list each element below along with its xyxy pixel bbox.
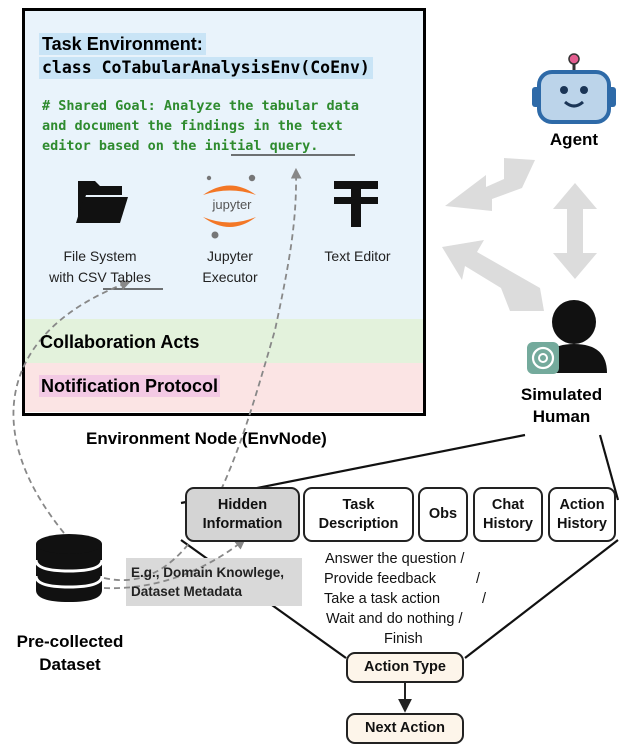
action-option-wait: Wait and do nothing / [326,611,463,627]
jupyter-logo-text: jupyter [212,197,252,212]
initial-query-text: initial query [204,138,311,154]
goal-line-2: and document the findings in the text [42,118,343,134]
jupyter-sublabel: Executor [202,269,258,285]
hidden-line-1: Hidden [217,496,268,513]
shared-goal-comment: # Shared Goal: Analyze the tabular data … [42,96,359,156]
obs-box: Obs [418,487,468,542]
dataset-label-line1: Pre-collected [16,632,124,651]
text-editor-label: Text Editor [324,248,391,264]
goal-line-3: editor based on the initial query. [42,136,359,156]
next-action-box: Next Action [346,713,464,744]
action-option-task: Take a task action [324,591,441,607]
env-class-declaration: class CoTabularAnalysisEnv(CoEnv) [39,57,373,79]
metadata-note: E.g., Domain Knowlege, Dataset Metadata [131,563,284,601]
action-option-answer: Answer the question / [325,551,465,567]
dataset-to-hidden-arrow [103,538,246,590]
dataset-to-csv-arrow [12,279,132,534]
file-system-with: with [49,269,78,285]
hidden-line-2: Information [202,515,283,532]
file-system-label: File System [63,248,137,264]
dataset-to-query-arrow [103,167,302,581]
tool-jupyter: Jupyter Executor [180,246,280,288]
action-type-box: Action Type [346,652,464,683]
pre-collected-dataset-label: Pre-collected Dataset [0,630,140,676]
jupyter-label: Jupyter [207,248,253,264]
agent-human-arrow [553,183,597,279]
simulated-human-line1: Simulated [520,385,603,404]
collaboration-acts-label: Collaboration Acts [40,332,200,352]
metadata-note-box [126,558,302,606]
simulated-human-icon [527,300,607,374]
funnel-line-right [598,434,619,501]
obs-label: Obs [428,506,458,522]
action-option-feedback-slash: / [476,571,481,587]
goal-line-3c: . [310,138,319,154]
task-environment-title: Task Environment: [39,33,206,55]
agent-env-arrow [445,158,535,211]
goal-line-1: # Shared Goal: Analyze the tabular data [42,98,359,114]
task-line-1: Task [342,496,375,513]
action-option-finish: Finish [384,631,423,647]
action-option-feedback: Provide feedback [324,571,437,587]
action-option-task-slash: / [482,591,487,607]
environment-node-caption: Environment Node (EnvNode) [86,429,327,448]
chat-line-1: Chat [491,496,525,513]
folder-icon [76,181,128,223]
text-editor-icon [334,181,378,227]
csv-tables-text: CSV Tables [77,269,151,285]
action-line-2: History [557,515,607,532]
chat-line-2: History [483,515,533,532]
metadata-note-line1: E.g., Domain Knowlege, [131,565,285,580]
simulated-human-label: Simulated Human [504,384,619,428]
file-system-sublabel: with CSV Tables [30,267,170,288]
tool-text-editor: Text Editor [300,246,415,267]
funnel-line-lower-right [464,539,619,659]
dataset-label-line2: Dataset [39,655,101,674]
human-env-arrow [442,240,544,311]
action-line-1: Action [559,496,605,513]
task-line-2: Description [318,515,399,532]
jupyter-logo-icon [203,174,256,239]
simulated-human-line2: Human [532,407,591,426]
goal-line-3a: editor based on the [42,138,205,154]
metadata-note-line2: Dataset Metadata [131,584,243,599]
agent-label: Agent [549,130,599,149]
notification-protocol-label: Notification Protocol [39,375,220,397]
robot-icon [532,53,616,124]
collaboration-acts-panel [25,319,423,363]
database-icon [34,534,104,602]
tool-file-system: File System with CSV Tables [30,246,170,288]
